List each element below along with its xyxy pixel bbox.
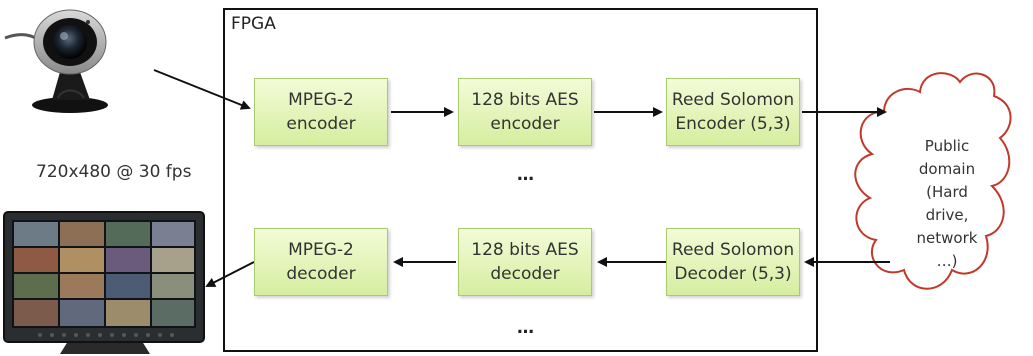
cloud-line: drive, — [925, 206, 969, 224]
mpeg2-encoder-block: MPEG-2 encoder — [254, 78, 388, 146]
monitor-icon — [3, 211, 205, 354]
block-line: Encoder (5,3) — [675, 114, 791, 134]
cloud-line: network — [916, 229, 978, 247]
block-line: MPEG-2 — [288, 240, 354, 260]
aes-encoder-block: 128 bits AES encoder — [458, 78, 592, 146]
reed-solomon-decoder-block: Reed Solomon Decoder (5,3) — [666, 228, 800, 296]
mpeg2-decoder-block: MPEG-2 decoder — [254, 228, 388, 296]
cloud-line: …) — [936, 252, 958, 270]
cloud-shape — [854, 72, 1012, 290]
block-line: Reed Solomon — [671, 240, 795, 260]
block-line: 128 bits AES — [471, 90, 579, 110]
block-line: decoder — [490, 264, 560, 284]
block-line: Decoder (5,3) — [674, 264, 792, 284]
cloud-line: domain — [918, 160, 976, 178]
block-line: Reed Solomon — [671, 90, 795, 110]
cloud-line: Public — [924, 137, 970, 155]
block-line: encoder — [490, 114, 560, 134]
camera-resolution-label: 720x480 @ 30 fps — [36, 162, 192, 182]
fpga-label: FPGA — [231, 14, 276, 34]
block-line: MPEG-2 — [288, 90, 354, 110]
fpga-frame — [223, 8, 818, 352]
ellipsis-top: … — [517, 165, 534, 185]
arrow-camera-to-mpeg2-encoder — [153, 69, 251, 110]
block-line: encoder — [286, 114, 356, 134]
arrow-mpeg2-decoder-to-monitor — [205, 261, 255, 287]
reed-solomon-encoder-block: Reed Solomon Encoder (5,3) — [666, 78, 800, 146]
block-line: 128 bits AES — [471, 240, 579, 260]
cloud-line: (Hard — [926, 183, 968, 201]
webcam-icon — [4, 9, 108, 113]
cloud-label: Public domain (Hard drive, network …) — [902, 135, 992, 273]
aes-decoder-block: 128 bits AES decoder — [458, 228, 592, 296]
block-line: decoder — [286, 264, 356, 284]
ellipsis-bottom: … — [517, 318, 534, 338]
